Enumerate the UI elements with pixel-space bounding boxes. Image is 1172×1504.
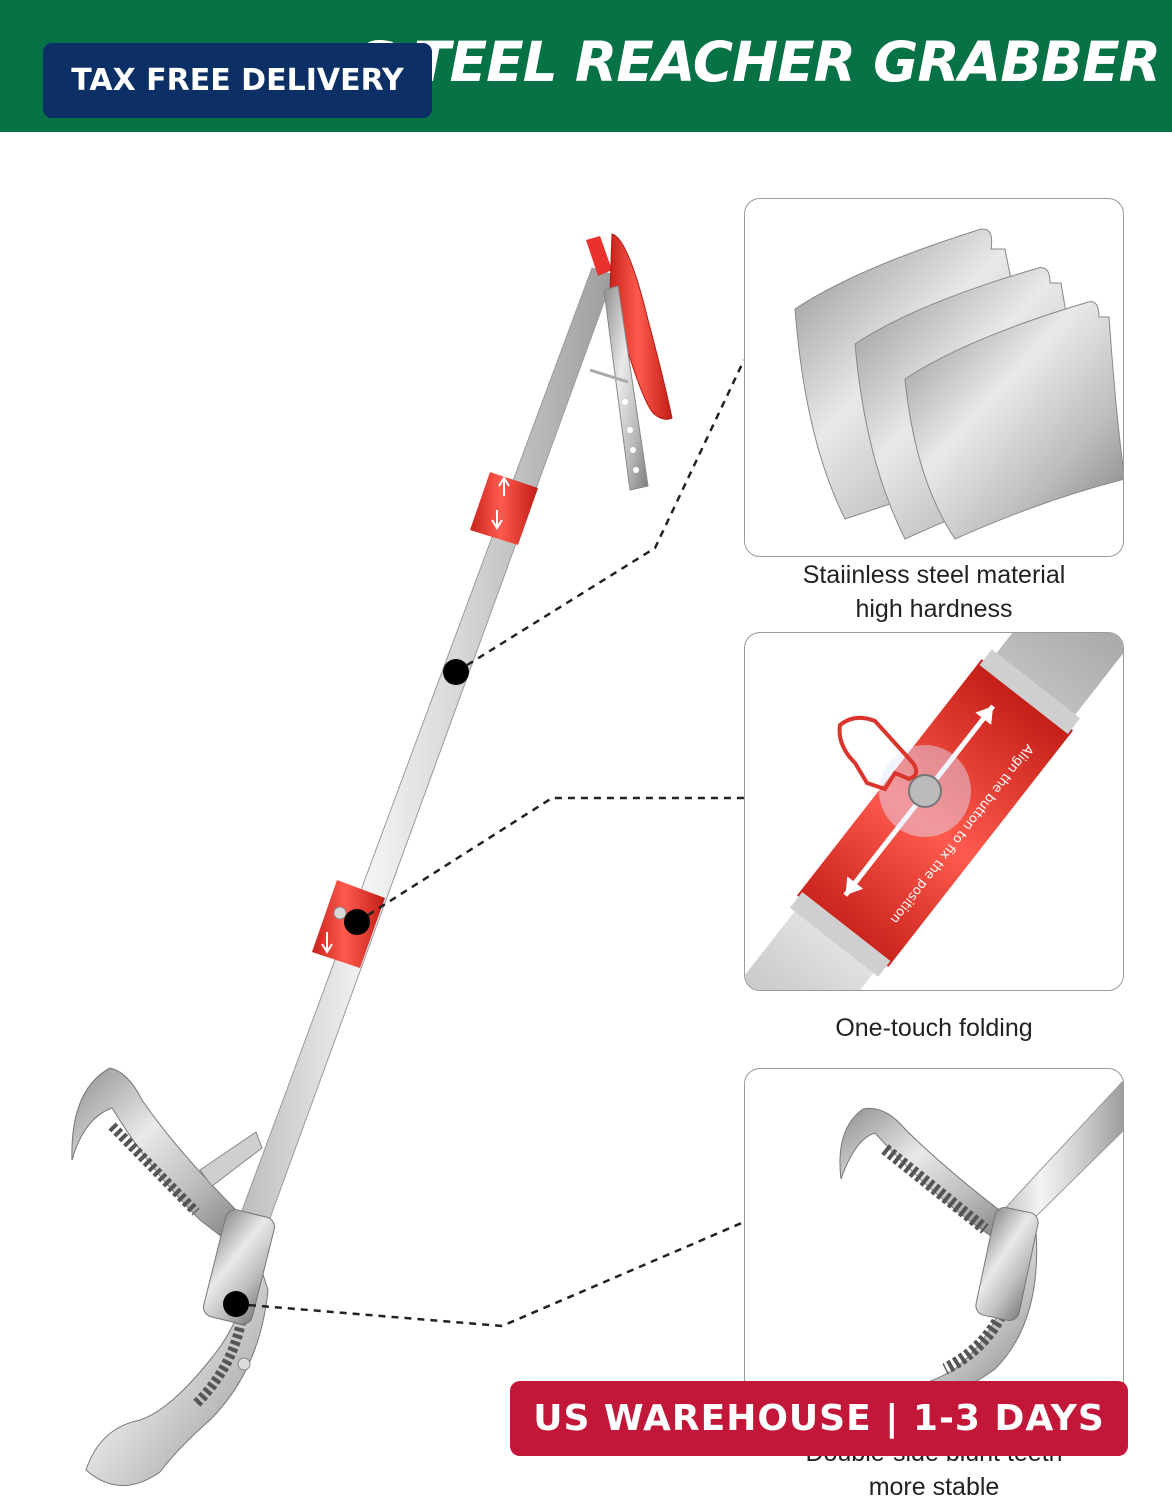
shaft: [233, 267, 615, 1241]
fold-button-icon: Align the button to fix the position: [745, 633, 1123, 990]
caption-steel: Staiinless steel material high hardness: [744, 558, 1124, 626]
feature-panel-teeth: [744, 1068, 1124, 1427]
feature-panel-steel: [744, 198, 1124, 557]
steel-sheets-icon: [794, 228, 1123, 540]
caption-steel-line2: high hardness: [855, 595, 1013, 623]
callout-dots: [223, 659, 469, 1317]
hand-press-icon: [837, 715, 919, 792]
trigger-handle: [586, 233, 673, 491]
upper-collar: [470, 472, 538, 545]
product-title: S TEEL REACHER GRABBER: [356, 30, 1161, 94]
caption-teeth-line2: more stable: [868, 1473, 1000, 1501]
us-warehouse-badge: US WAREHOUSE | 1-3 DAYS: [510, 1381, 1128, 1456]
caption-steel-line1: Staiinless steel material: [802, 561, 1066, 589]
caption-folding: One-touch folding: [835, 1014, 1033, 1042]
grabber-jaws: [71, 1067, 275, 1486]
jaw-teeth-icon: [839, 1080, 1123, 1410]
tax-free-delivery-badge: TAX FREE DELIVERY: [43, 43, 432, 118]
callout-lines: [235, 359, 746, 1328]
feature-panel-folding: Align the button to fix the position: [744, 632, 1124, 991]
